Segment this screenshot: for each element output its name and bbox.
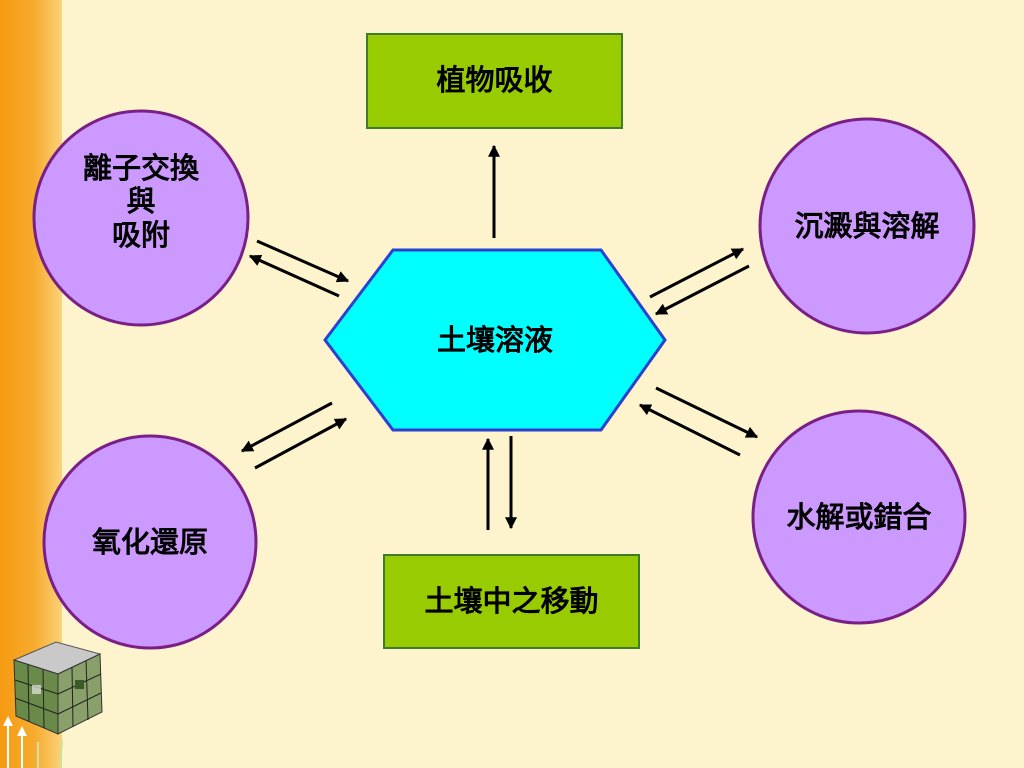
arrow-left-top-out: [248, 254, 340, 298]
top-box-label: 植物吸收: [436, 63, 553, 97]
arrow-left-top-in: [256, 239, 350, 283]
arrow-right-bottom-in: [638, 403, 741, 457]
center-hexagon: [323, 248, 667, 432]
arrow-right-bottom-out: [655, 386, 759, 439]
arrow-left-bottom-in: [254, 417, 348, 470]
top-box: [366, 33, 623, 129]
left-top-circle-line-1: 離子交換: [82, 151, 199, 185]
bottom-box-label: 土壤中之移動: [424, 584, 599, 618]
orange-sidebar: [0, 0, 62, 768]
arrow-right-top-in: [654, 264, 750, 316]
left-top-circle-line-3: 吸附: [111, 217, 170, 252]
right-bottom-circle: [751, 409, 967, 625]
left-top-circle-line-2: 與: [126, 184, 156, 219]
left-bottom-circle: [42, 434, 258, 650]
arrow-right-top-out: [649, 247, 745, 299]
rubik-cube-icon: [3, 641, 103, 768]
arrow-left-bottom-out: [240, 401, 333, 453]
left-top-circle-label: 離子交換 與 吸附: [34, 151, 248, 252]
center-hexagon-label: 土壤溶液: [436, 323, 553, 357]
left-bottom-circle-label: 氧化還原: [91, 525, 208, 559]
right-top-circle: [758, 117, 976, 335]
bottom-box: [383, 554, 640, 649]
right-top-circle-label: 沉澱與溶解: [794, 209, 940, 243]
right-bottom-circle-label: 水解或錯合: [786, 500, 932, 534]
left-top-circle: [32, 109, 250, 327]
